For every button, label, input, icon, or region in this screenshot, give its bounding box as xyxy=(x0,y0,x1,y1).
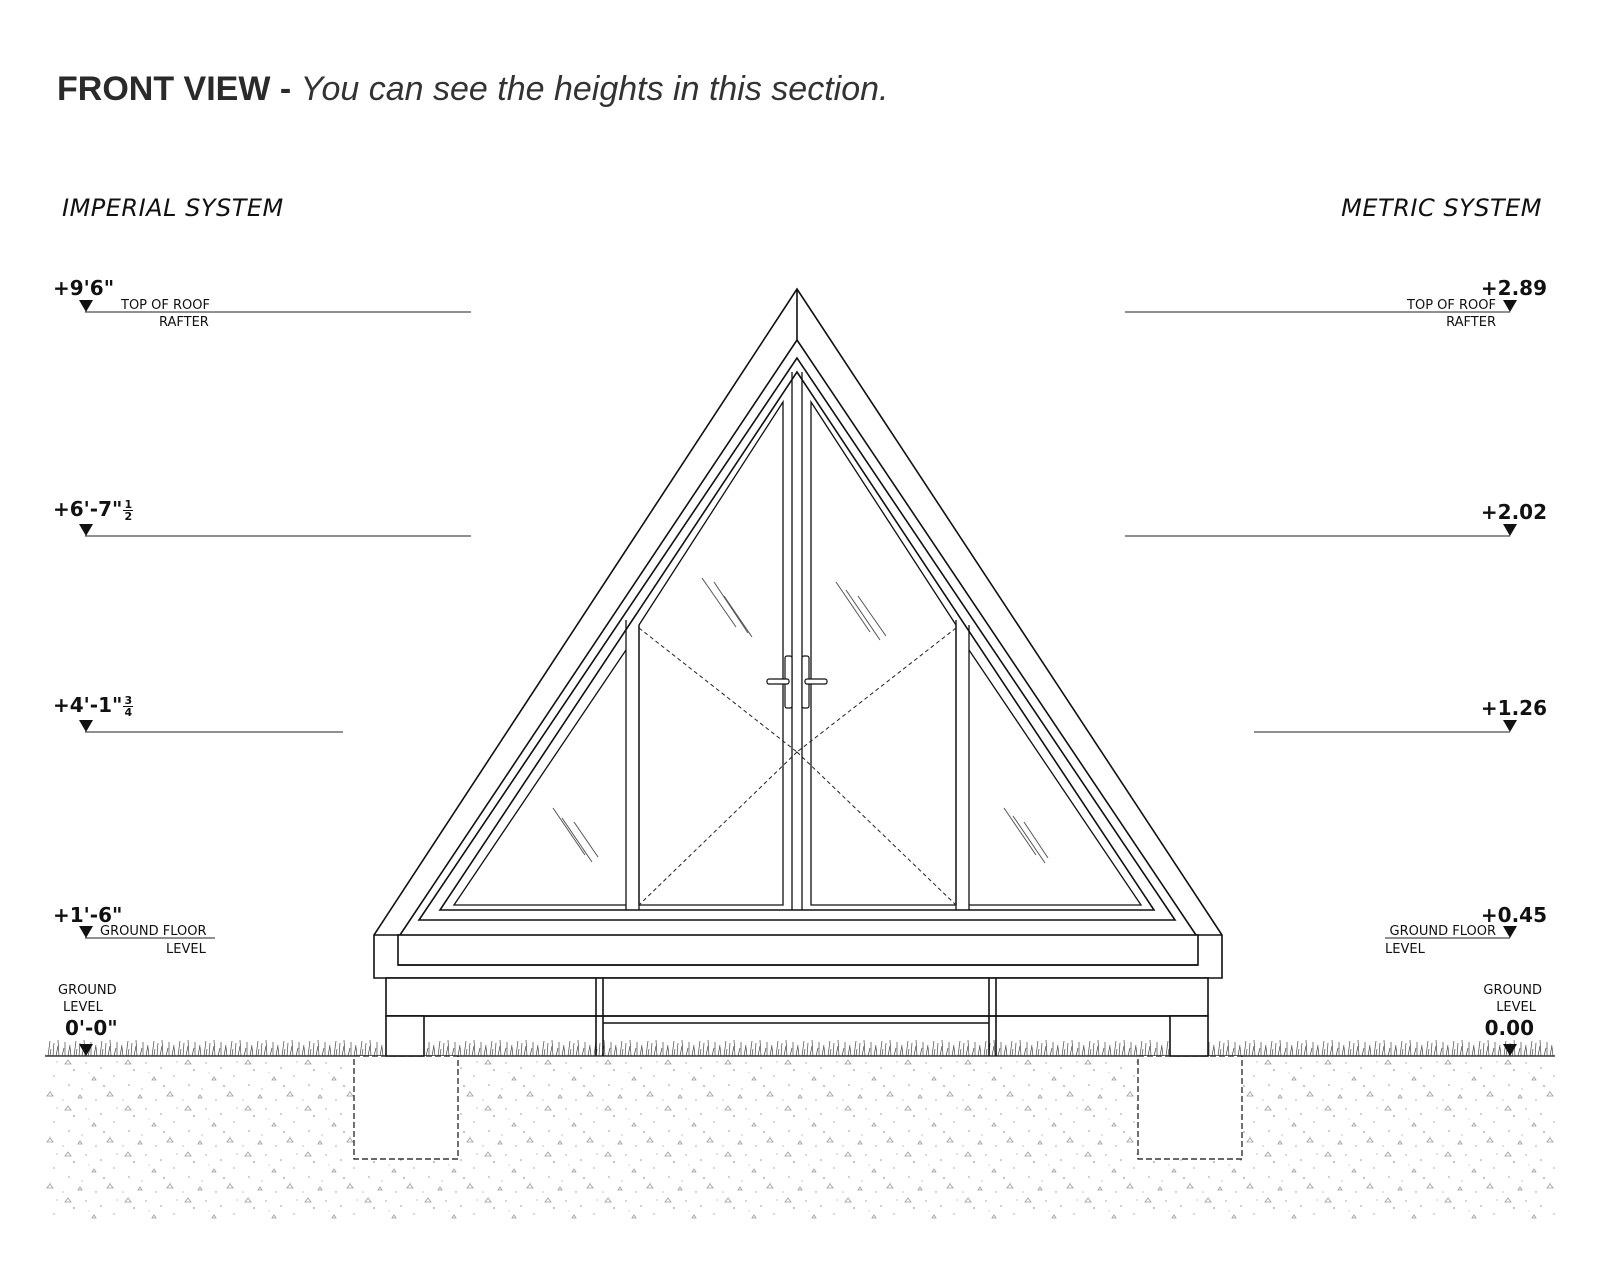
imperial-roof-label-1: TOP OF ROOF xyxy=(121,298,210,313)
metric-ground-value: 0.00 xyxy=(1484,1016,1534,1040)
marker-roof-left xyxy=(79,300,93,312)
door-swing-lines xyxy=(638,627,957,906)
fraction-numerator: 1 xyxy=(123,498,134,511)
imperial-ground-value: 0'-0" xyxy=(65,1016,118,1040)
imperial-ground-label-2: LEVEL xyxy=(63,1000,103,1015)
imperial-floor-label-2: LEVEL xyxy=(166,942,206,957)
title-bold: FRONT VIEW - xyxy=(57,70,292,108)
metric-level-3-value: +1.26 xyxy=(1480,696,1547,720)
metric-floor-value: +0.45 xyxy=(1480,903,1547,927)
imperial-floor-label-1: GROUND FLOOR xyxy=(100,924,207,939)
ground-soil xyxy=(45,1056,1555,1221)
metric-ground-label-2: LEVEL xyxy=(1496,1000,1536,1015)
footing-left xyxy=(353,1055,459,1160)
title-italic: You can see the heights in this section. xyxy=(300,70,889,108)
metric-heading: METRIC SYSTEM xyxy=(1341,194,1542,222)
metric-floor-label-1: GROUND FLOOR xyxy=(1389,924,1496,939)
page-title: FRONT VIEW - You can see the heights in … xyxy=(57,70,888,109)
imperial-ground-label-1: GROUND xyxy=(58,983,117,998)
marker-roof-right xyxy=(1503,300,1517,312)
metric-roof-label-1: TOP OF ROOF xyxy=(1407,298,1496,313)
a-frame-cabin xyxy=(373,287,1223,1057)
metric-ground-label-1: GROUND xyxy=(1483,983,1542,998)
imperial-roof-value: +9'6" xyxy=(53,276,115,300)
metric-floor-label-2: LEVEL xyxy=(1385,942,1425,957)
glazing xyxy=(452,372,1143,910)
grass-strip xyxy=(45,1034,1555,1056)
imperial-heading: IMPERIAL SYSTEM xyxy=(62,194,284,222)
fraction-denominator: 4 xyxy=(124,706,133,719)
imperial-roof-label-2: RAFTER xyxy=(159,315,209,330)
footing-right xyxy=(1137,1055,1243,1160)
fraction-denominator: 2 xyxy=(124,510,133,523)
metric-roof-label-2: RAFTER xyxy=(1446,315,1496,330)
metric-roof-value: +2.89 xyxy=(1480,276,1547,300)
imperial-level-3-number: +4'-1" xyxy=(53,693,123,717)
fraction-numerator: 3 xyxy=(123,694,134,707)
glass-reflections xyxy=(552,577,1049,864)
door-handles xyxy=(766,655,828,709)
imperial-floor-value: +1'-6" xyxy=(53,903,123,927)
metric-level-2-value: +2.02 xyxy=(1480,500,1547,524)
imperial-level-2-number: +6'-7" xyxy=(53,497,123,521)
